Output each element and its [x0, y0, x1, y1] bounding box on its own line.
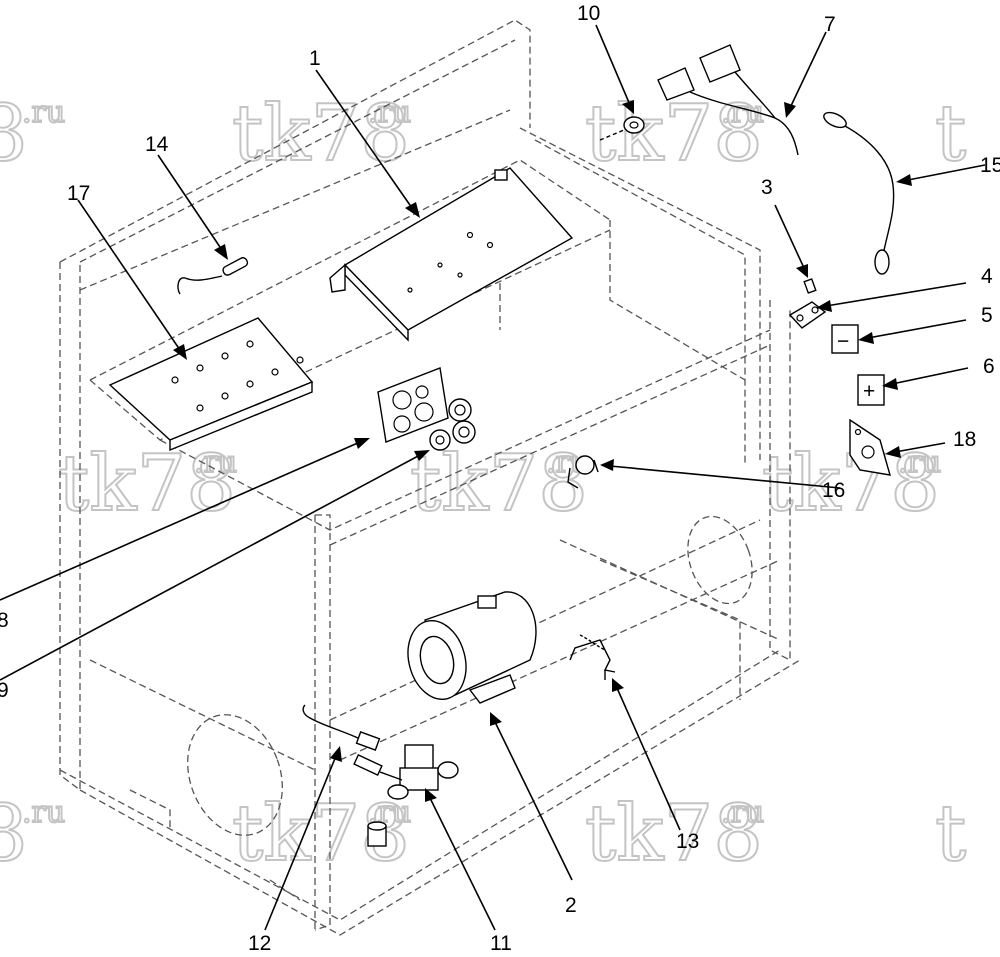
part-connector-wire [302, 704, 381, 751]
watermark-suffix: .ru [368, 795, 411, 830]
watermark-clipped-left: 8 [0, 89, 28, 179]
callout-16: 16 [822, 479, 845, 502]
part-clip [567, 455, 599, 489]
watermark-clipped-right: t [935, 789, 966, 879]
part-decal-plus: + [857, 374, 885, 406]
part-cable-glands [429, 398, 476, 451]
callout-1: 1 [309, 47, 321, 70]
callout-9: 9 [0, 679, 9, 702]
watermark-suffix: .ru [368, 95, 411, 130]
part-gland-plate [377, 367, 449, 443]
part-sensor-wire [177, 257, 249, 295]
callout-18: 18 [953, 428, 976, 451]
part-control-panel [329, 167, 574, 342]
watermark-suffix: .ru [22, 795, 65, 830]
minus-decal-symbol: − [837, 330, 849, 353]
callout-13: 13 [676, 830, 699, 853]
watermark-clipped-left: 8 [0, 789, 28, 879]
callout-12: 12 [248, 932, 271, 955]
part-valve [353, 744, 459, 800]
watermark-suffix: .ru [194, 445, 237, 480]
callout-8: 8 [0, 609, 9, 632]
callout-17: 17 [67, 182, 90, 205]
callout-14: 14 [145, 133, 169, 156]
part-harness [657, 44, 799, 156]
callout-7: 7 [824, 13, 836, 36]
callout-10: 10 [577, 2, 600, 25]
watermark: tk78 [585, 789, 763, 879]
part-spring [569, 634, 616, 680]
watermark-suffix: .ru [721, 795, 764, 830]
part-motor [407, 591, 537, 704]
plus-decal-symbol: + [863, 380, 875, 403]
callout-4: 4 [981, 265, 993, 288]
watermark: tk78 [58, 439, 236, 529]
watermark-clipped-right: t [935, 89, 966, 179]
callout-11: 11 [490, 932, 512, 955]
part-ground-strap [823, 111, 895, 275]
callout-3: 3 [761, 176, 773, 199]
part-terminal-plate [108, 317, 314, 452]
part-small-cap [367, 821, 387, 847]
callout-2: 2 [565, 894, 577, 917]
part-bracket [849, 418, 891, 476]
callout-5: 5 [981, 304, 993, 327]
part-decal-minus: − [831, 324, 859, 354]
watermark-suffix: .ru [22, 95, 65, 130]
callout-6: 6 [983, 355, 995, 378]
part-grommet [599, 116, 645, 141]
callout-15: 15 [980, 154, 1000, 177]
leader-lines [0, 24, 986, 931]
part-switch [788, 278, 827, 329]
